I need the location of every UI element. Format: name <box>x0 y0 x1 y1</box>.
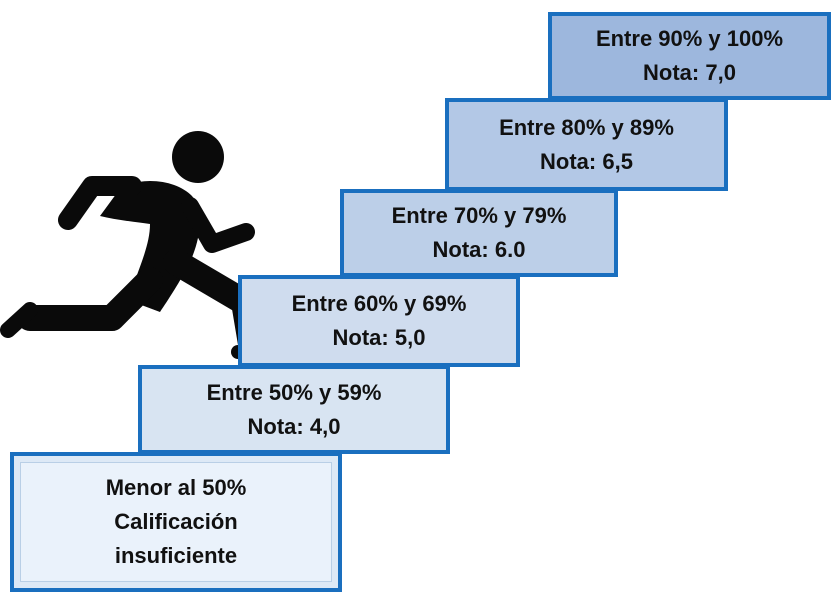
step-range-label: Entre 70% y 79% <box>391 203 567 228</box>
step-below-50-inner: Menor al 50% Calificación insuficiente <box>20 462 332 582</box>
step-grade-label: Nota: 6,5 <box>540 148 633 174</box>
step-70-79: Entre 70% y 79% Nota: 6.0 <box>340 189 618 277</box>
step-grade-label: Nota: 4,0 <box>247 413 341 439</box>
step-range-label: Entre 50% y 59% <box>206 379 382 405</box>
step-80-89: Entre 80% y 89% Nota: 6,5 <box>445 98 728 191</box>
step-grade-label: Nota: 6.0 <box>432 237 526 262</box>
step-grade-label-cont: insuficiente <box>114 543 238 568</box>
step-grade-label: Nota: 7,0 <box>643 60 736 85</box>
step-grade-label: Calificación <box>114 509 238 534</box>
step-60-69: Entre 60% y 69% Nota: 5,0 <box>238 275 520 367</box>
step-range-label: Entre 90% y 100% <box>595 26 784 51</box>
step-range-label: Entre 60% y 69% <box>291 291 467 316</box>
step-90-100: Entre 90% y 100% Nota: 7,0 <box>548 12 831 100</box>
step-range-label: Entre 80% y 89% <box>499 114 674 140</box>
step-grade-label: Nota: 5,0 <box>332 325 426 350</box>
step-50-59: Entre 50% y 59% Nota: 4,0 <box>138 365 450 454</box>
step-below-50: Menor al 50% Calificación insuficiente <box>10 452 342 592</box>
step-range-label: Menor al 50% <box>105 475 247 500</box>
